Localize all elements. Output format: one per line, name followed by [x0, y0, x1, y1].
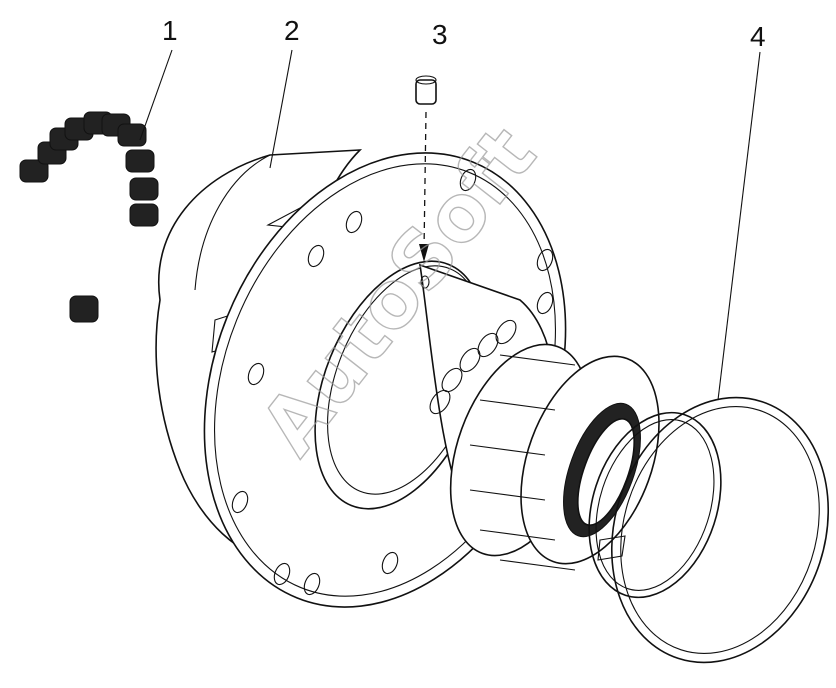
set-screw	[129, 177, 159, 201]
leader-lines	[139, 49, 761, 401]
callout-4: 4	[750, 21, 766, 52]
set-screw	[117, 123, 147, 147]
set-screw	[19, 159, 49, 183]
callout-3: 3	[432, 19, 448, 50]
bolt-holes	[231, 168, 554, 596]
bearing-rollers	[429, 319, 517, 415]
set-screw	[125, 149, 155, 173]
callout-2: 2	[284, 15, 300, 46]
locating-pin	[415, 75, 437, 262]
splined-gear	[449, 343, 660, 571]
set-screw	[69, 295, 99, 323]
set-screw	[129, 203, 159, 227]
retaining-rings	[588, 396, 830, 664]
set-screws	[19, 111, 159, 323]
callout-1: 1	[162, 15, 178, 46]
